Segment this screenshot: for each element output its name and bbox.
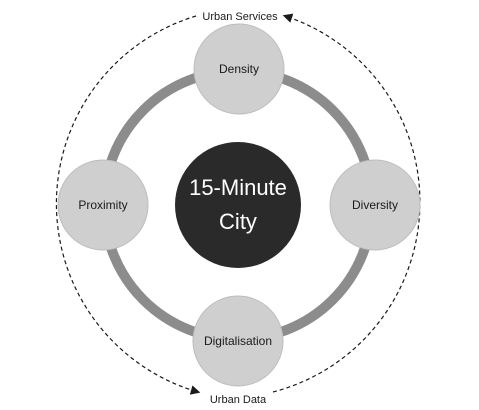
bottom-label-urban-data: Urban Data (210, 394, 267, 406)
node-proximity: Proximity (57, 159, 149, 251)
node-digitalisation-label: Digitalisation (204, 334, 272, 348)
node-density-label: Density (219, 62, 259, 76)
node-diversity: Diversity (329, 159, 421, 251)
top-label-urban-services: Urban Services (202, 11, 278, 23)
outer-dashed-cycle (55, 13, 421, 395)
dashed-arrow-right-arc (272, 13, 421, 393)
center-circle (175, 142, 301, 268)
node-proximity-label: Proximity (78, 198, 127, 212)
center-label-line1: 15-Minute (189, 175, 287, 200)
node-digitalisation: Digitalisation (192, 295, 284, 387)
node-diversity-label: Diversity (352, 198, 398, 212)
center-label-line2: City (219, 209, 257, 234)
node-density: Density (193, 23, 285, 115)
